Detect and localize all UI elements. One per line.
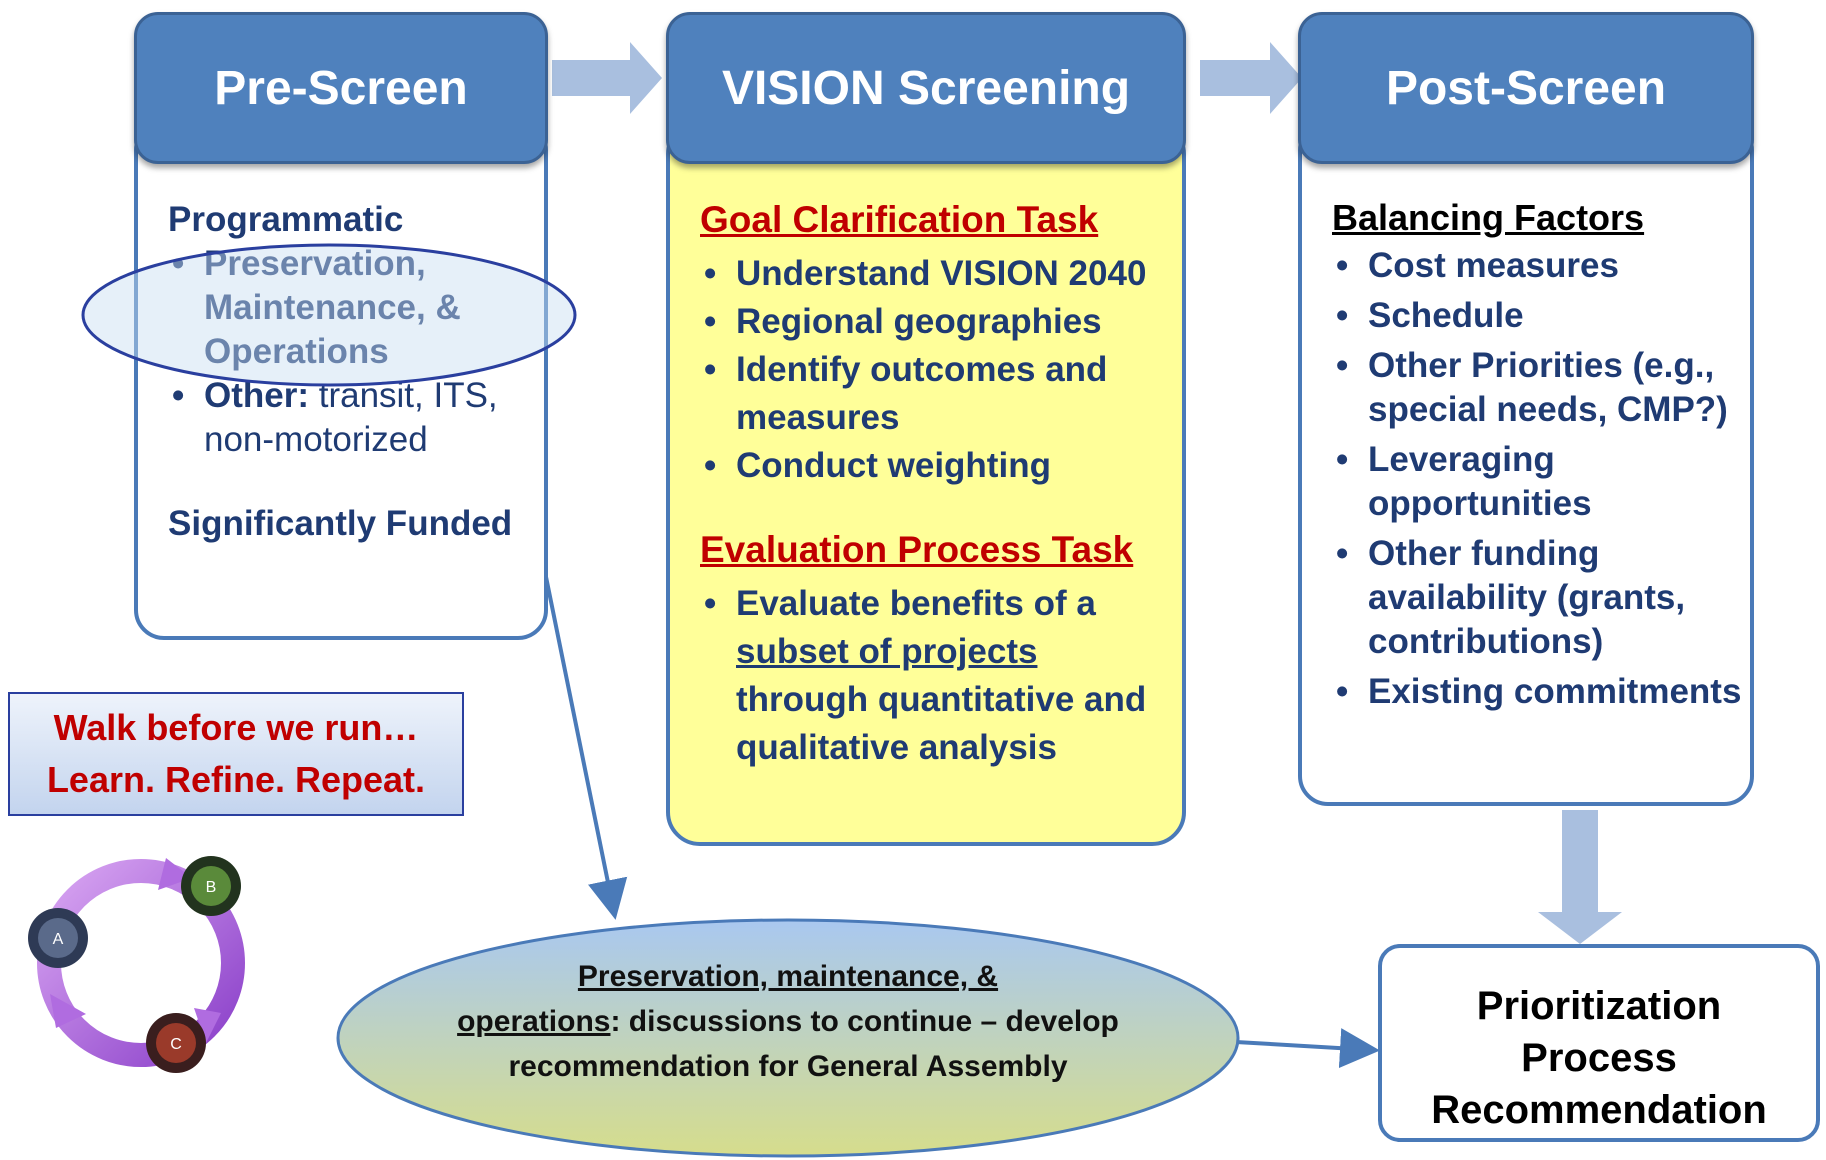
- goal-item: Conduct weighting: [700, 442, 1170, 490]
- programmatic-heading: Programmatic: [168, 200, 404, 239]
- bottom-ellipse-shape: [336, 918, 1240, 1158]
- eval-task-title: Evaluation Process Task: [700, 529, 1134, 570]
- cycle-node-c: C: [146, 1013, 206, 1073]
- arrow-vision-to-post: [1200, 42, 1302, 114]
- callout-line-2: Learn. Refine. Repeat.: [46, 759, 426, 800]
- balancing-heading: Balancing Factors: [1332, 197, 1645, 238]
- vision-title: VISION Screening: [721, 61, 1131, 115]
- ellipse-text: Preservation, maintenance, & operations:…: [430, 954, 1146, 1089]
- ellipse-rest: : discussions to continue – develop reco…: [508, 1005, 1119, 1083]
- post-screen-content: Balancing Factors Cost measures Schedule…: [1332, 196, 1742, 714]
- programmatic-list: Preservation, Maintenance, & Operations …: [168, 242, 538, 462]
- cycle-label-c: C: [170, 1036, 182, 1053]
- arrow-post-to-result: [1538, 810, 1622, 944]
- ellipse-underlined-1: Preservation, maintenance, &: [577, 960, 999, 993]
- walk-callout: Walk before we run… Learn. Refine. Repea…: [8, 692, 464, 816]
- goal-task-title: Goal Clarification Task: [700, 199, 1099, 240]
- eval-item: Evaluate benefits of a subset of project…: [700, 580, 1170, 772]
- cycle-label-b: B: [206, 879, 217, 896]
- goal-list: Understand VISION 2040 Regional geograph…: [700, 250, 1170, 490]
- eval-list: Evaluate benefits of a subset of project…: [700, 580, 1170, 772]
- balancing-item: Other Priorities (e.g., special needs, C…: [1332, 344, 1742, 432]
- post-screen-header: Post-Screen: [1298, 12, 1754, 164]
- result-line-2: Process: [1521, 1036, 1677, 1080]
- result-line-3: Recommendation: [1431, 1088, 1767, 1132]
- balancing-item: Cost measures: [1332, 244, 1742, 288]
- vision-content: Goal Clarification Task Understand VISIO…: [700, 196, 1170, 772]
- arrow-pre-to-vision: [552, 42, 662, 114]
- balancing-item: Other funding availability (grants, cont…: [1332, 532, 1742, 664]
- bullet-preservation: Preservation, Maintenance, & Operations: [168, 242, 538, 374]
- result-box: Prioritization Process Recommendation: [1378, 944, 1820, 1142]
- cycle-node-a: A: [28, 908, 88, 968]
- pre-screen-title: Pre-Screen: [214, 61, 468, 115]
- goal-item: Regional geographies: [700, 298, 1170, 346]
- pre-screen-content: Programmatic Preservation, Maintenance, …: [168, 198, 538, 546]
- balancing-item: Schedule: [1332, 294, 1742, 338]
- eval-pre: Evaluate benefits of a: [736, 584, 1096, 623]
- balancing-item: Leveraging opportunities: [1332, 438, 1742, 526]
- balancing-item: Existing commitments: [1332, 670, 1742, 714]
- funded-heading: Significantly Funded: [168, 504, 513, 543]
- result-line-1: Prioritization: [1476, 984, 1722, 1028]
- ellipse-underlined-2: operations: [457, 1005, 611, 1038]
- line-ellipse-to-result: [1235, 1028, 1380, 1069]
- cycle-graphic: A B C: [28, 856, 245, 1073]
- cycle-label-a: A: [53, 931, 64, 948]
- highlight-ellipse: [81, 243, 577, 387]
- pre-screen-header: Pre-Screen: [134, 12, 548, 164]
- goal-item: Identify outcomes and measures: [700, 346, 1170, 442]
- eval-subset: subset of projects: [736, 632, 1038, 671]
- vision-header: VISION Screening: [666, 12, 1186, 164]
- callout-line-1: Walk before we run…: [53, 707, 419, 748]
- post-screen-title: Post-Screen: [1385, 61, 1667, 115]
- goal-item: Understand VISION 2040: [700, 250, 1170, 298]
- balancing-list: Cost measures Schedule Other Priorities …: [1332, 244, 1742, 714]
- eval-post: through quantitative and qualitative ana…: [736, 680, 1147, 767]
- cycle-node-b: B: [181, 856, 241, 916]
